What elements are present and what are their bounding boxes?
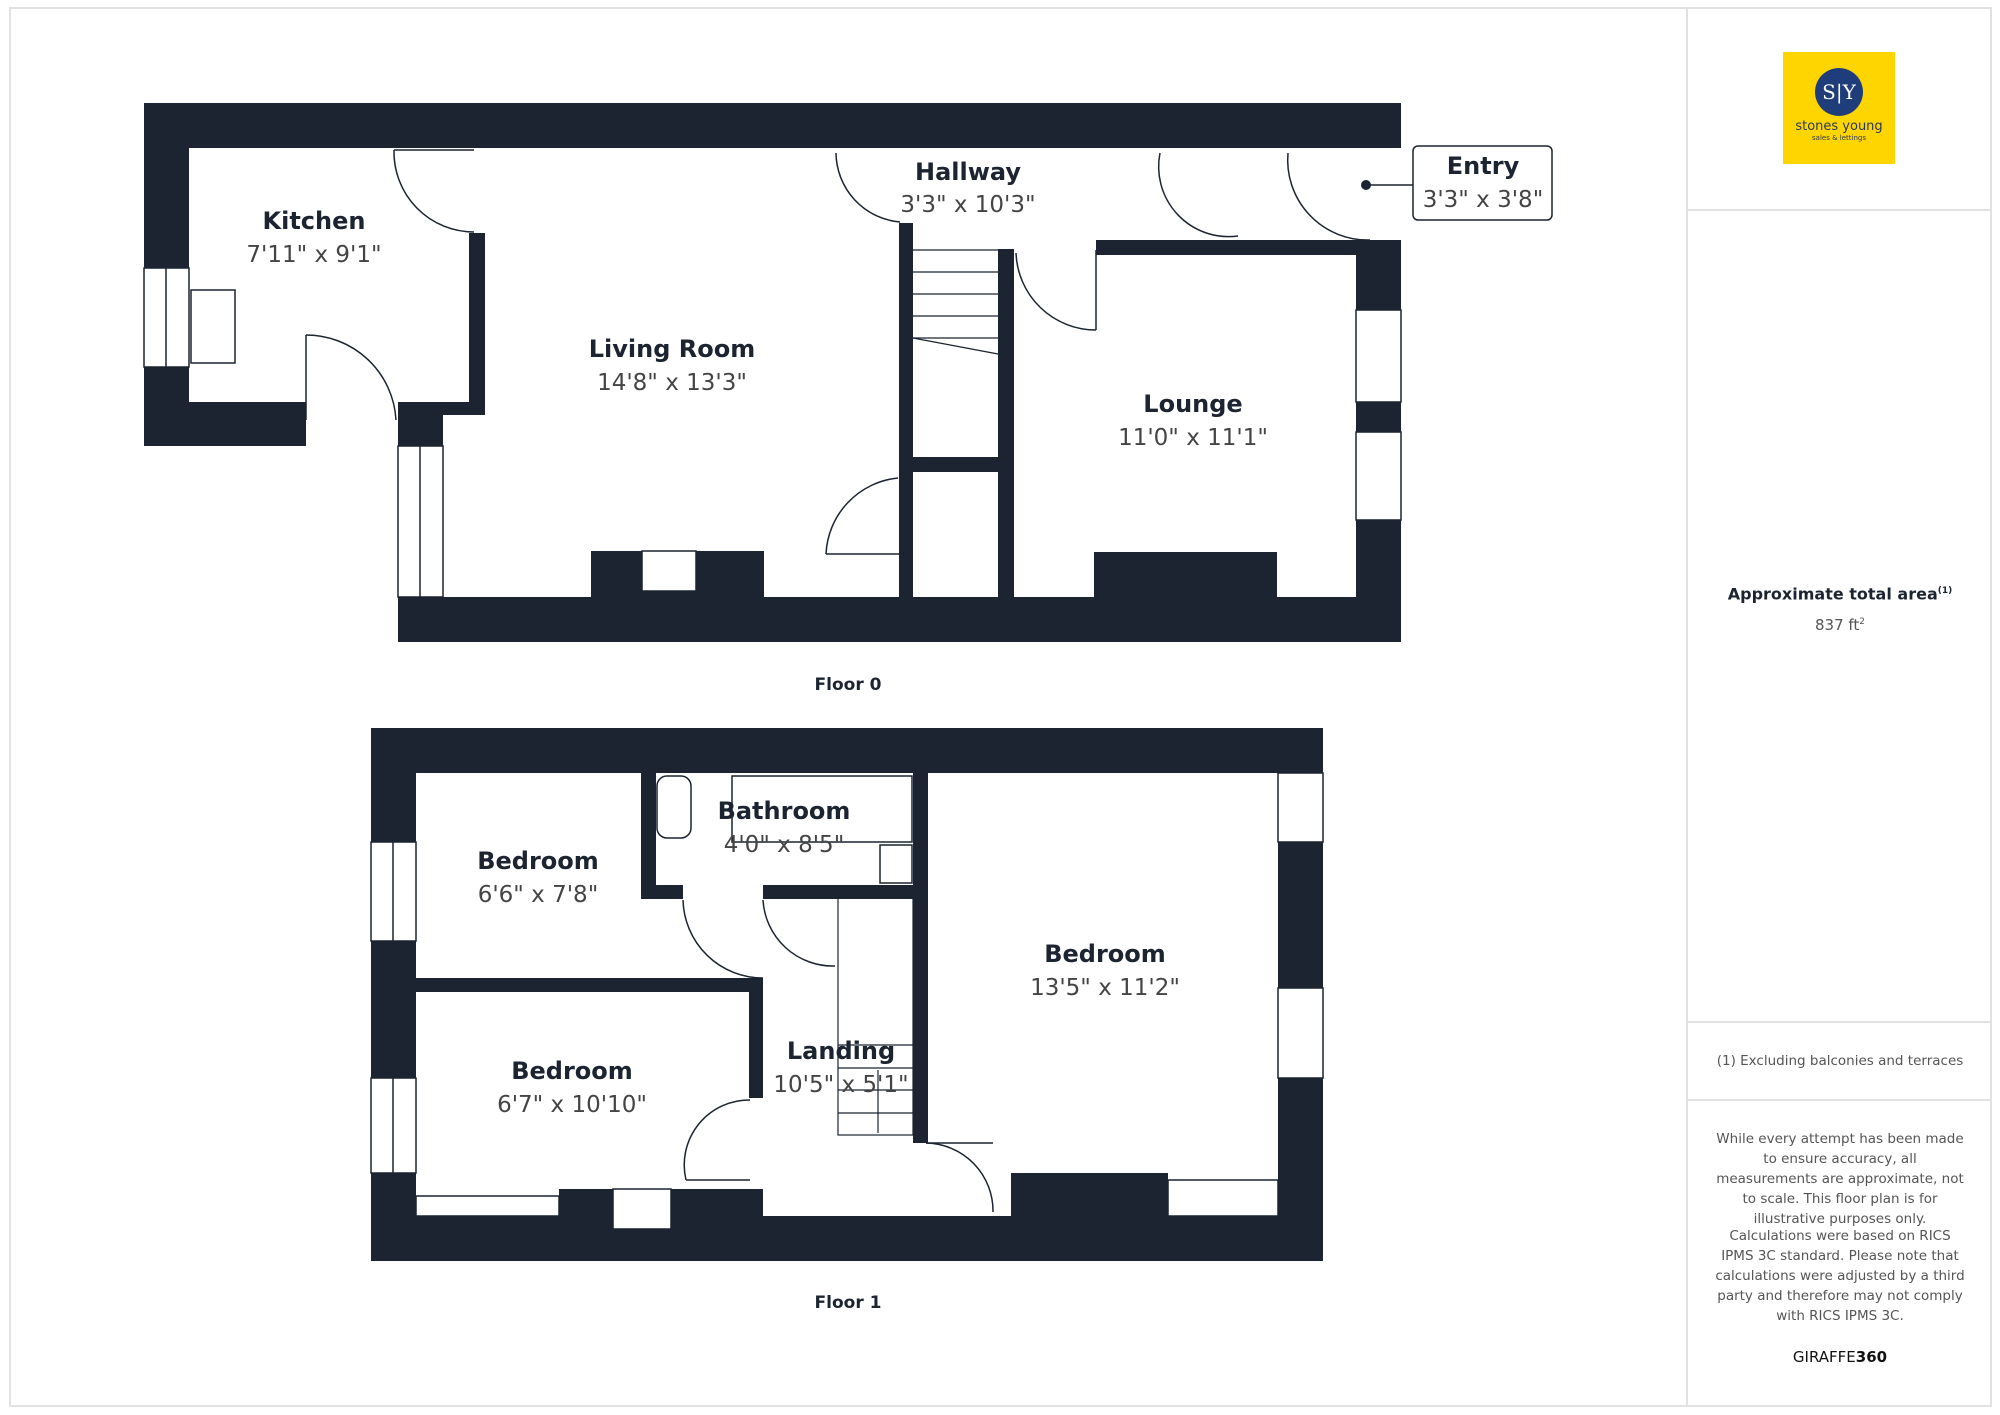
- divider: [1688, 1099, 1992, 1101]
- divider: [1688, 1021, 1992, 1023]
- info-panel: S|Y stones young sales & lettings Approx…: [1686, 7, 1992, 1407]
- room-name: Bathroom: [718, 797, 851, 825]
- floor-0-walls: [144, 103, 1401, 642]
- room-dims: 13'5" x 11'2": [1030, 975, 1180, 1001]
- room-dims: 6'6" x 7'8": [478, 882, 599, 908]
- room-name: Hallway: [915, 158, 1021, 186]
- room-name: Bedroom: [477, 847, 599, 875]
- logo-name: stones young: [1795, 119, 1883, 134]
- disclaimer-2: Calculations were based on RICS IPMS 3C …: [1715, 1228, 1965, 1324]
- room-name: Living Room: [589, 335, 755, 363]
- disclaimer-1: While every attempt has been made to ens…: [1716, 1131, 1964, 1227]
- room-dims: 3'3" x 10'3": [900, 192, 1035, 218]
- floor-label: Floor 0: [815, 675, 882, 695]
- floor-1-details: [370, 772, 1324, 1230]
- room-name: Bedroom: [511, 1057, 633, 1085]
- room-dims: 10'5" x 5'1": [773, 1072, 908, 1098]
- room-name: Entry: [1447, 152, 1520, 180]
- room-dims: 14'8" x 13'3": [597, 370, 747, 396]
- room-name: Landing: [787, 1037, 895, 1065]
- room-dims: 6'7" x 10'10": [497, 1092, 647, 1118]
- logo-monogram: S|Y: [1815, 68, 1863, 116]
- room-name: Bedroom: [1044, 940, 1166, 968]
- floor-label: Floor 1: [815, 1293, 882, 1313]
- floor-0-details: [143, 149, 1415, 598]
- room-dims: 4'0" x 8'5": [724, 832, 845, 858]
- entry-label-box: [1412, 145, 1553, 221]
- floor-1-walls: [371, 728, 1323, 1261]
- area-label: Approximate total area(1): [1727, 584, 1953, 604]
- giraffe360-credit: GIRAFFE360: [1792, 1348, 1888, 1366]
- page-frame: [9, 7, 1992, 1407]
- area-value: 837 ft2: [1814, 616, 1866, 634]
- room-dims: 11'0" x 11'1": [1118, 425, 1268, 451]
- footnote: (1) Excluding balconies and terraces: [1716, 1053, 1964, 1069]
- entry-marker-icon: [1361, 180, 1371, 190]
- logo-tagline: sales & lettings: [1812, 134, 1866, 142]
- room-dims: 3'3" x 3'8": [1423, 187, 1544, 213]
- room-dims: 7'11" x 9'1": [246, 242, 381, 268]
- divider: [1688, 209, 1992, 211]
- room-name: Kitchen: [263, 207, 366, 235]
- floor-plans: Kitchen 7'11" x 9'1" Living Room 14'8" x…: [143, 103, 1553, 1313]
- room-name: Lounge: [1143, 390, 1242, 418]
- brand-logo: S|Y stones young sales & lettings: [1783, 52, 1895, 164]
